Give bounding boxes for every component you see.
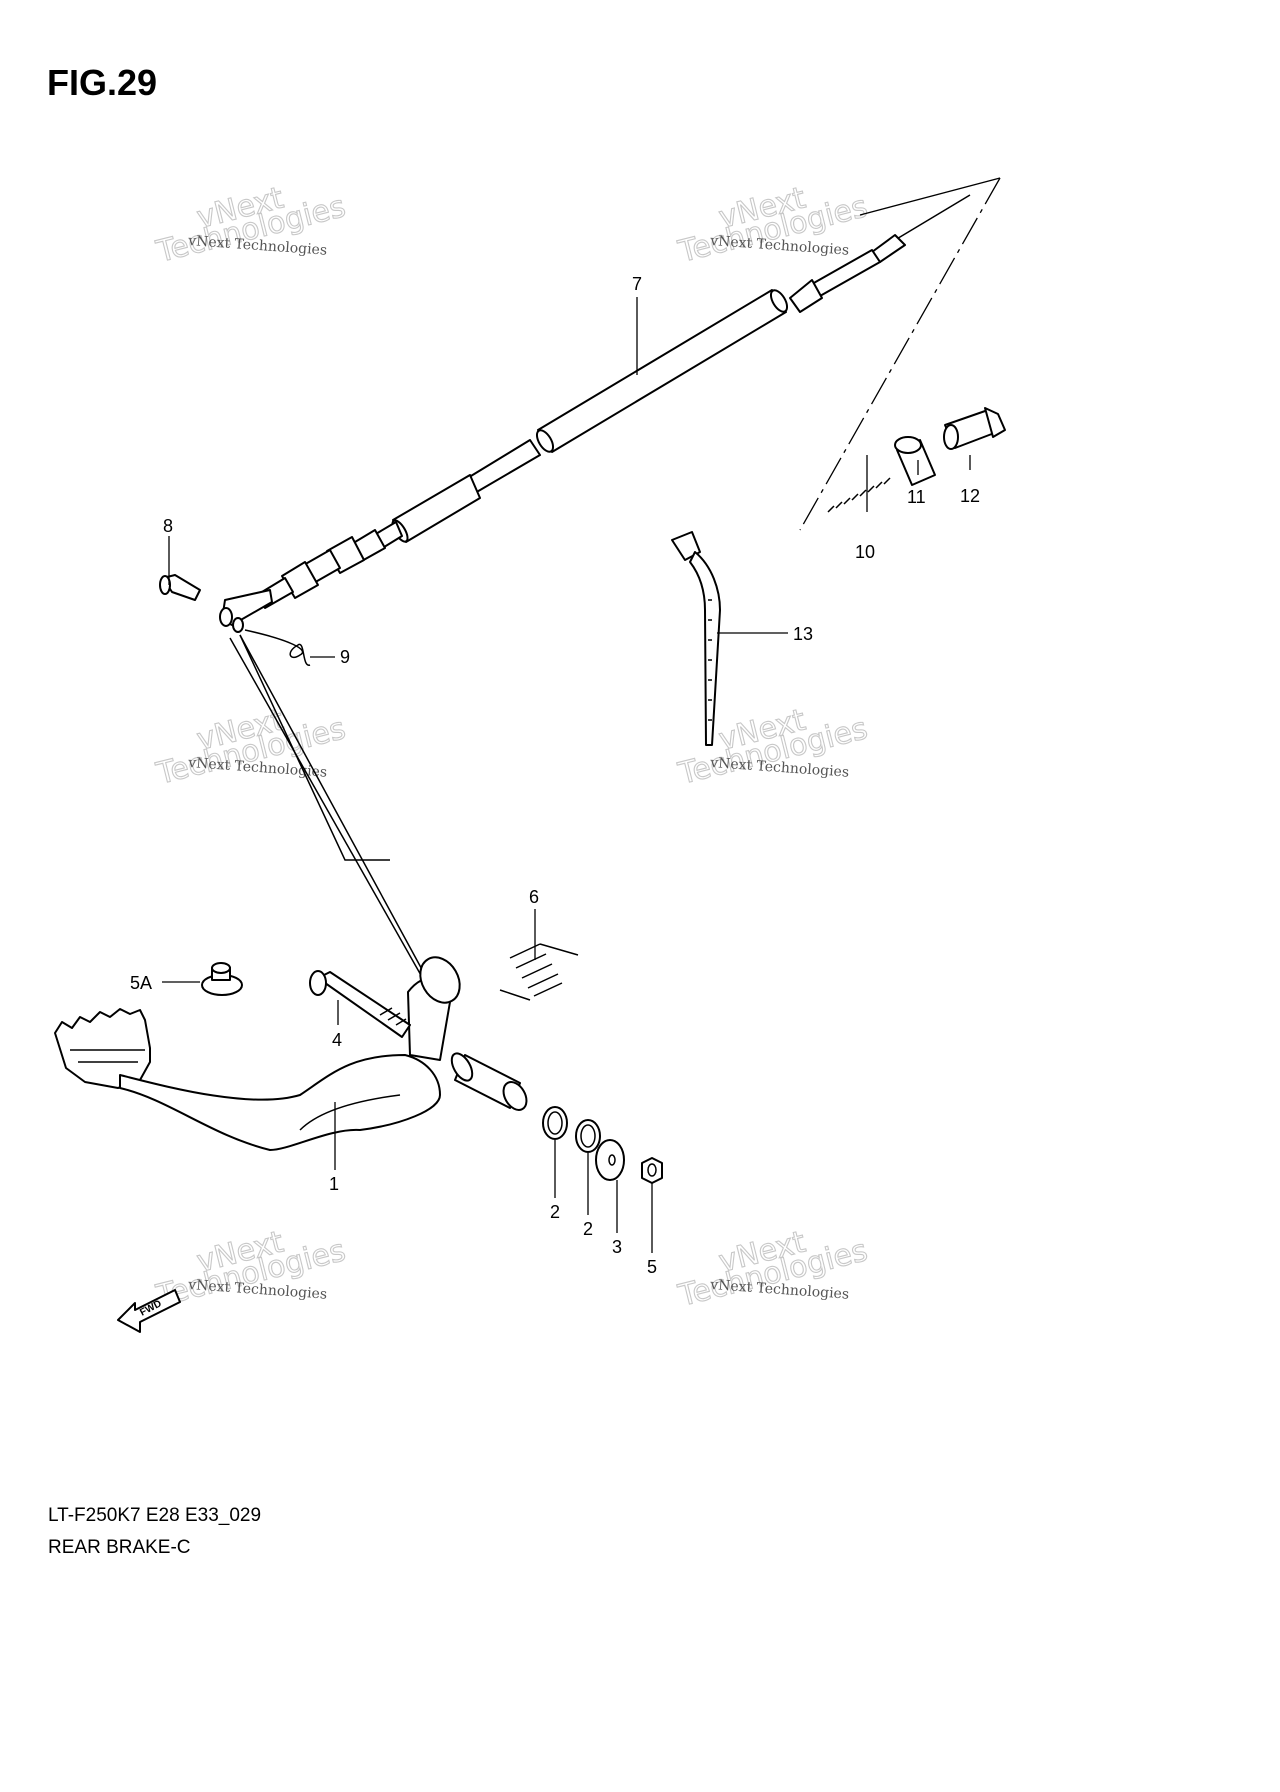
- washer-part: [595, 1139, 625, 1181]
- watermark-bottom-right: vNext Technologies vNext Technologies: [674, 1224, 872, 1315]
- callout-4: 4: [332, 1030, 342, 1050]
- adjuster-nut-part: [943, 407, 1006, 450]
- callout-13: 13: [793, 624, 813, 644]
- callout-2a: 2: [550, 1202, 560, 1222]
- brake-cable-part: [219, 194, 971, 633]
- nut-5a-part: [201, 962, 243, 996]
- o-ring-1-part: [542, 1106, 568, 1140]
- clevis-pin-part: [159, 574, 201, 601]
- callout-leader-lines: [162, 297, 971, 1253]
- callout-3: 3: [612, 1237, 622, 1257]
- callout-5: 5: [647, 1257, 657, 1277]
- callout-5a: 5A: [130, 973, 152, 993]
- watermark-top-right: vNext Technologies vNext Technologies: [674, 180, 872, 271]
- cable-tie-part: [671, 531, 721, 746]
- callout-11: 11: [907, 487, 926, 507]
- section-title: REAR BRAKE-C: [48, 1537, 191, 1558]
- callout-6: 6: [529, 887, 539, 907]
- callout-9: 9: [340, 647, 350, 667]
- return-spring-part: [499, 943, 579, 1001]
- callout-10: 10: [855, 542, 875, 562]
- watermark-bottom-left: vNext Technologies vNext Technologies: [152, 1224, 350, 1315]
- watermark-mid-left: vNext Technologies vNext Technologies: [152, 702, 350, 793]
- callout-7: 7: [632, 274, 642, 294]
- callout-1: 1: [329, 1174, 339, 1194]
- brake-rod-part: [229, 634, 436, 1001]
- figure-title: FIG.29: [47, 62, 158, 103]
- callout-12: 12: [960, 486, 980, 506]
- model-code: LT-F250K7 E28 E33_029: [48, 1505, 262, 1526]
- adjuster-spring-part: [827, 477, 891, 513]
- o-ring-2-part: [575, 1119, 601, 1153]
- brake-pedal-part: [54, 956, 528, 1151]
- nut-5-part: [641, 1157, 663, 1184]
- callout-8: 8: [163, 516, 173, 536]
- clip-part: [244, 629, 311, 666]
- adjuster-collar-part: [894, 436, 936, 486]
- watermark-mid-right: vNext Technologies vNext Technologies: [674, 702, 872, 793]
- watermark-top-left: vNext Technologies vNext Technologies: [152, 180, 350, 271]
- detail-expansion-lines: [799, 177, 1001, 531]
- callout-2b: 2: [583, 1219, 593, 1239]
- bolt-part: [309, 970, 411, 1038]
